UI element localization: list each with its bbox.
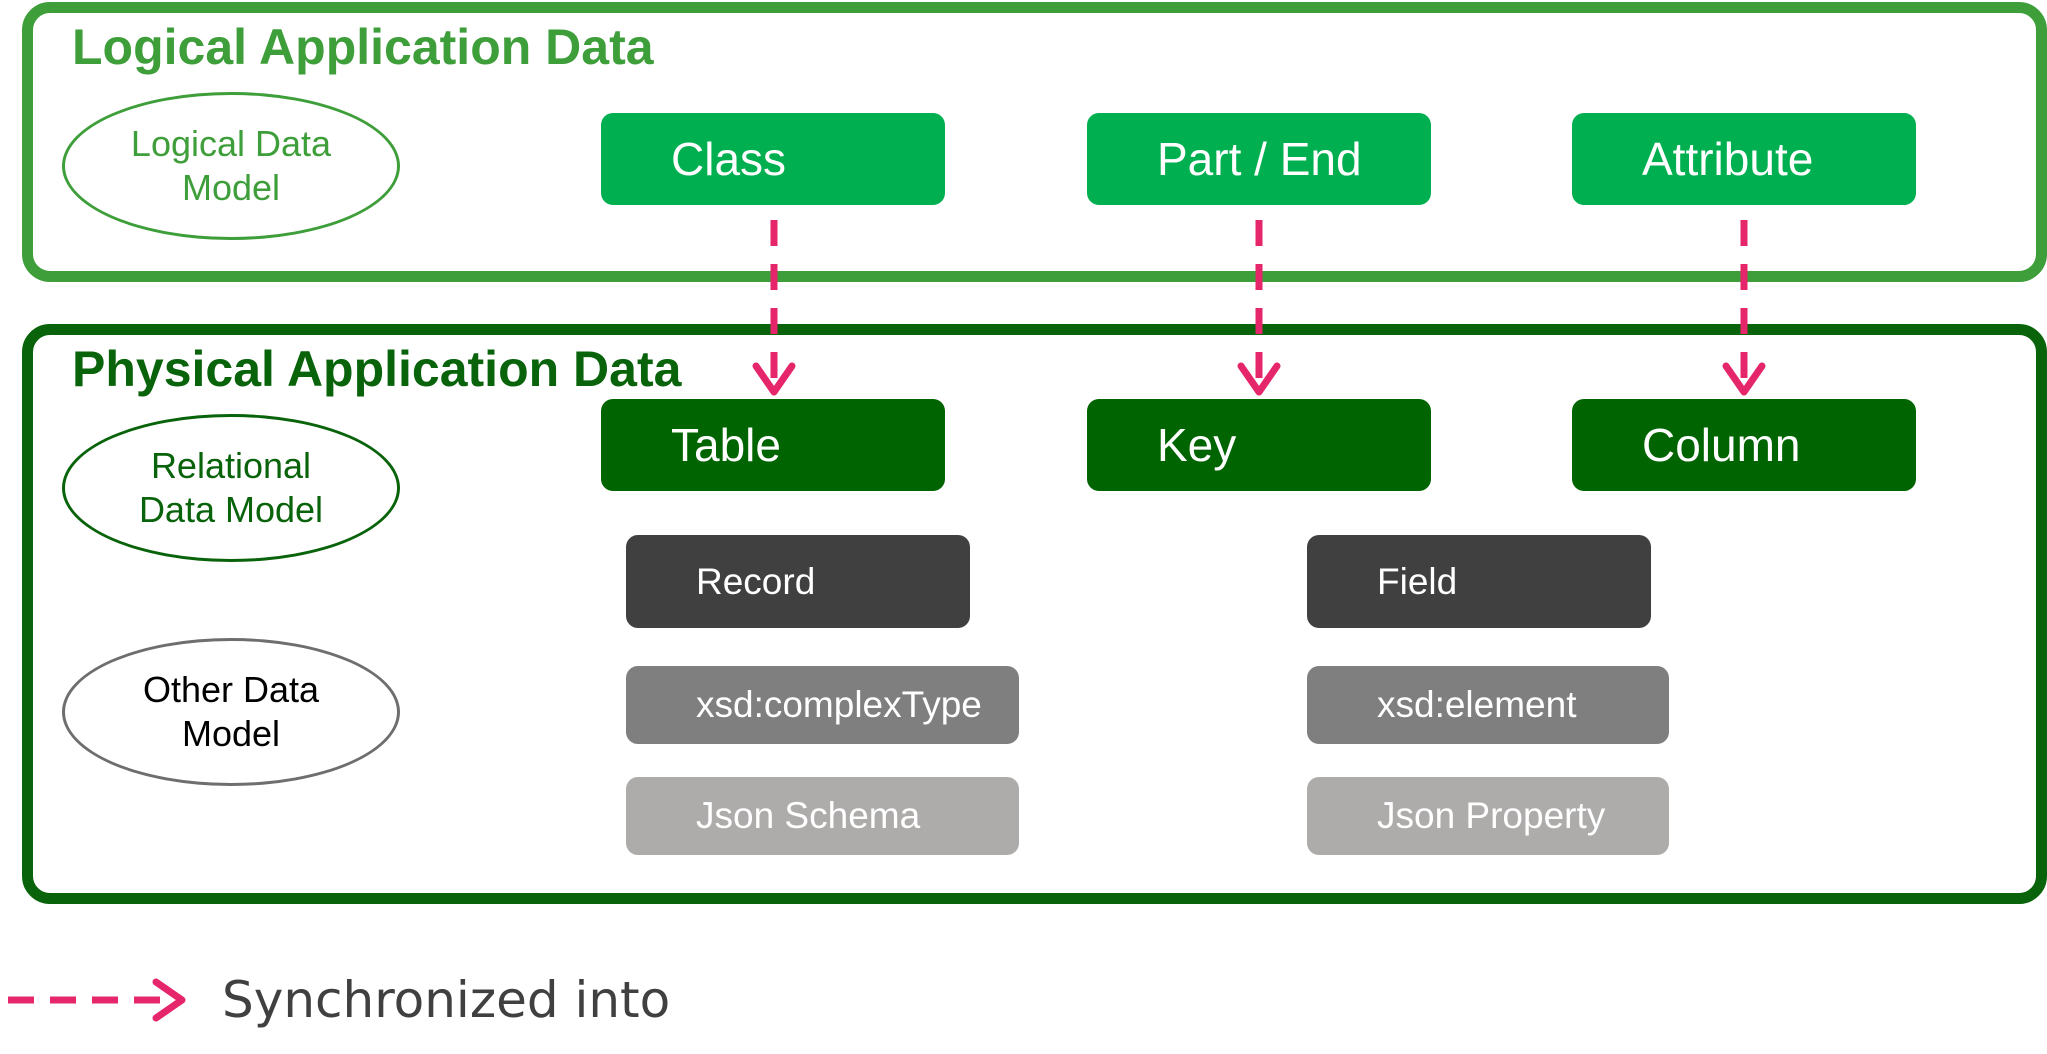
record-box: Record xyxy=(626,535,970,628)
xsd-element-box: xsd:element xyxy=(1307,666,1669,744)
logical-data-model-ellipse: Logical Data Model xyxy=(62,92,400,240)
ellipse-label-line: Model xyxy=(181,167,281,208)
ellipse-label-line: Model xyxy=(181,713,281,754)
part-end-box: Part / End xyxy=(1087,113,1431,205)
key-box: Key xyxy=(1087,399,1431,491)
json-property-box: Json Property xyxy=(1307,777,1669,855)
field-box: Field xyxy=(1307,535,1651,628)
relational-data-model-ellipse: Relational Data Model xyxy=(62,414,400,562)
ellipse-label-line: Data Model xyxy=(138,489,324,530)
legend-label: Synchronized into xyxy=(222,971,671,1029)
physical-panel-title: Physical Application Data xyxy=(72,341,682,397)
legend-dashed-arrow-icon xyxy=(8,978,186,1022)
attribute-box: Attribute xyxy=(1572,113,1916,205)
column-box: Column xyxy=(1572,399,1916,491)
ellipse-label-line: Logical Data xyxy=(130,123,332,164)
other-data-model-ellipse: Other Data Model xyxy=(62,638,400,786)
xsd-complextype-box: xsd:complexType xyxy=(626,666,1019,744)
class-box: Class xyxy=(601,113,945,205)
ellipse-label-line: Other Data xyxy=(142,669,320,710)
logical-panel-title: Logical Application Data xyxy=(72,19,654,75)
sync-arrow-head xyxy=(1722,362,1766,396)
json-schema-box: Json Schema xyxy=(626,777,1019,855)
ellipse-label-line: Relational xyxy=(150,445,312,486)
sync-arrow-head xyxy=(752,362,796,396)
table-box: Table xyxy=(601,399,945,491)
sync-arrow-head xyxy=(1237,362,1281,396)
